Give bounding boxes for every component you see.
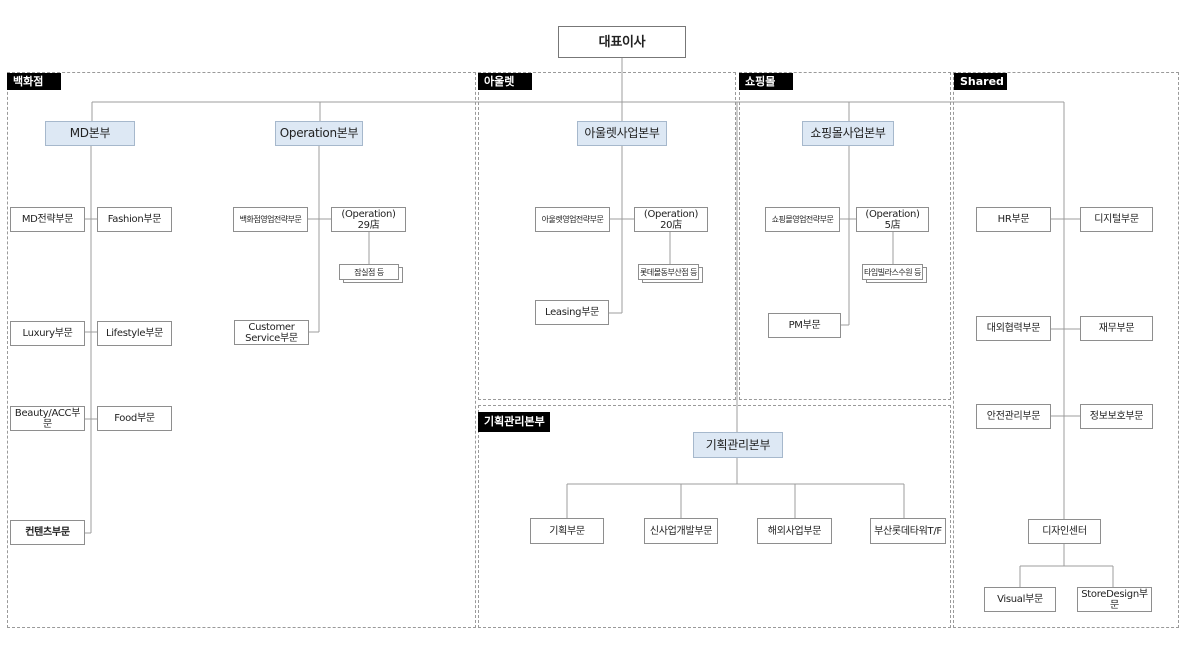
food-box: Food부문 [97, 406, 172, 431]
finance-box: 재무부문 [1080, 316, 1153, 341]
pm-box: PM부문 [768, 313, 841, 338]
outlet-sales-strategy-box: 아울렛영업전략부문 [535, 207, 610, 232]
digital-box: 디지털부문 [1080, 207, 1153, 232]
overseas-box: 해외사업부문 [757, 518, 832, 544]
mall-stores-box: 타임빌라스수원 등 [862, 264, 923, 280]
section-tag-planning: 기획관리본부 [478, 412, 550, 432]
dept-sales-strategy-box: 백화점영업전략부문 [233, 207, 308, 232]
section-tag-mall: 쇼핑몰 [739, 73, 793, 90]
busan-tf-box: 부산롯데타워T/F [870, 518, 946, 544]
dept-operation-box: (Operation) 29店 [331, 207, 406, 232]
operation-hq-box: Operation본부 [275, 121, 363, 146]
section-mall [739, 72, 951, 400]
beauty-acc-box: Beauty/ACC부문 [10, 406, 85, 431]
mall-sales-strategy-box: 쇼핑몰영업전략부문 [765, 207, 840, 232]
leasing-box: Leasing부문 [535, 300, 609, 325]
external-affairs-box: 대외협력부문 [976, 316, 1051, 341]
contents-box: 컨텐츠부문 [10, 520, 85, 545]
mall-operation-box: (Operation) 5店 [856, 207, 929, 232]
infosec-box: 정보보호부문 [1080, 404, 1153, 429]
section-tag-dept-store: 백화점 [7, 73, 61, 90]
outlet-hq-box: 아울렛사업본부 [577, 121, 667, 146]
ceo-box: 대표이사 [558, 26, 686, 58]
section-tag-shared: Shared [954, 73, 1007, 90]
safety-box: 안전관리부문 [976, 404, 1051, 429]
design-center-box: 디자인센터 [1028, 519, 1101, 544]
luxury-box: Luxury부문 [10, 321, 85, 346]
md-strategy-box: MD전략부문 [10, 207, 85, 232]
outlet-stores-box: 롯데몰동부산점 등 [638, 264, 699, 280]
hr-box: HR부문 [976, 207, 1051, 232]
customer-service-box: Customer Service부문 [234, 320, 309, 345]
section-tag-outlet: 아울렛 [478, 73, 532, 90]
section-planning [478, 405, 951, 628]
planning-hq-box: 기획관리본부 [693, 432, 783, 458]
mall-hq-box: 쇼핑몰사업본부 [802, 121, 894, 146]
md-hq-box: MD본부 [45, 121, 135, 146]
outlet-operation-box: (Operation) 20店 [634, 207, 708, 232]
visual-box: Visual부문 [984, 587, 1056, 612]
section-shared [953, 72, 1179, 628]
fashion-box: Fashion부문 [97, 207, 172, 232]
new-biz-box: 신사업개발부문 [644, 518, 718, 544]
lifestyle-box: Lifestyle부문 [97, 321, 172, 346]
store-design-box: StoreDesign부문 [1077, 587, 1152, 612]
dept-stores-box: 잠실점 등 [339, 264, 399, 280]
section-dept-store [7, 72, 476, 628]
section-outlet [478, 72, 736, 400]
planning-div-box: 기획부문 [530, 518, 604, 544]
